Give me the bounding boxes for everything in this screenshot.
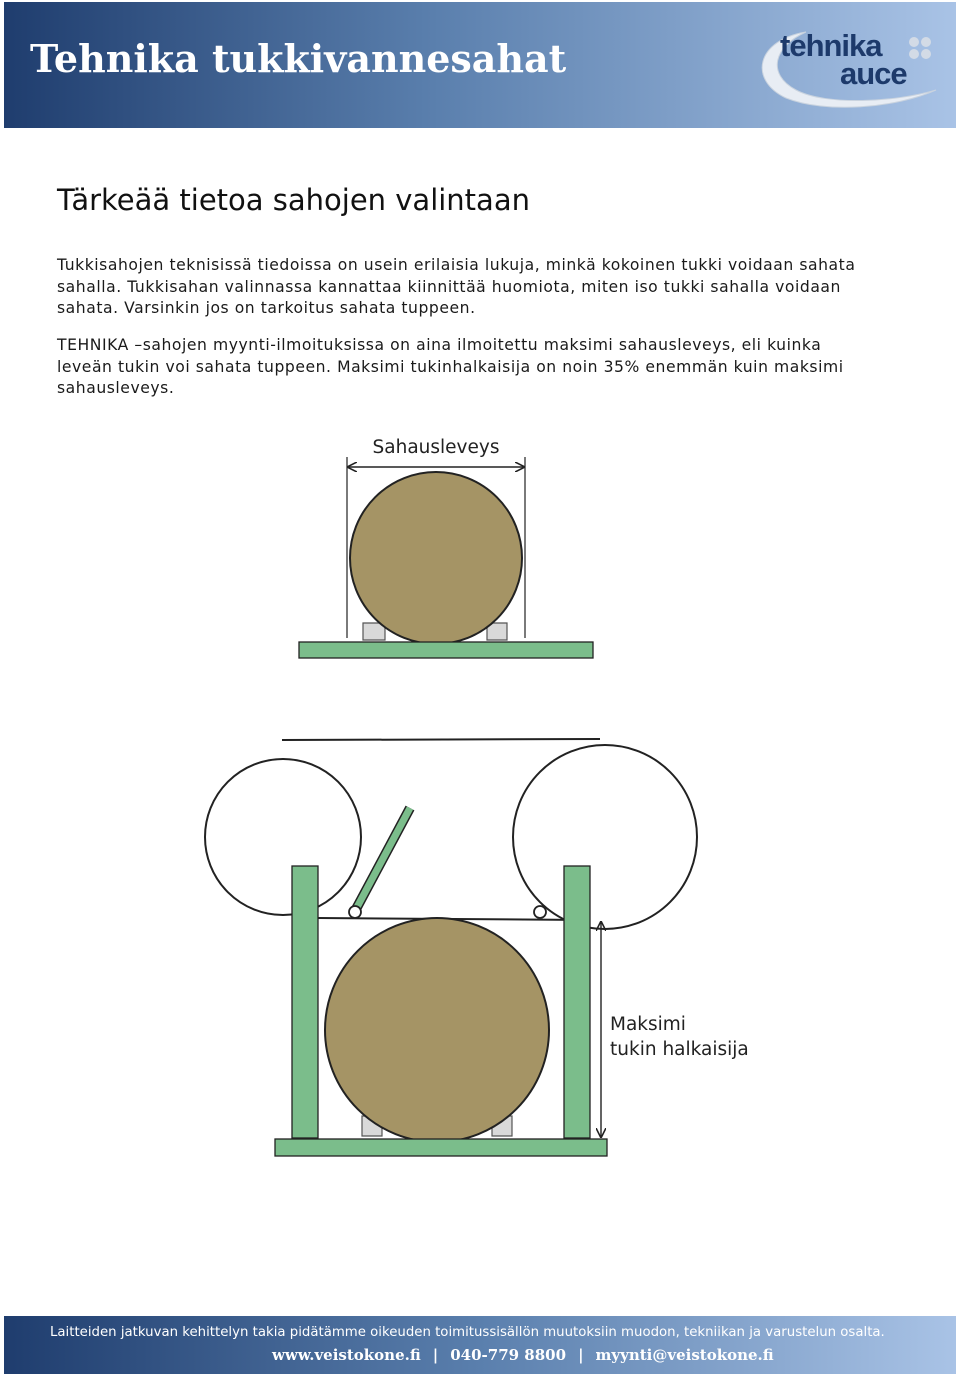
guide-roller-right xyxy=(533,905,547,919)
log-circle-bottom xyxy=(324,917,550,1143)
band-wheel-right xyxy=(512,744,698,930)
logo-swoosh-icon xyxy=(761,31,937,108)
footer-separator: | xyxy=(432,1346,439,1364)
email-link[interactable]: myynti@veistokone.fi xyxy=(595,1346,774,1364)
website-link[interactable]: www.veistokone.fi xyxy=(272,1346,421,1364)
max-diameter-label-line2: tukin halkaisija xyxy=(610,1039,749,1060)
phone-number: 040-779 8800 xyxy=(450,1346,567,1364)
logo-text-tehnika: tehnika xyxy=(780,28,883,63)
page-footer: Laitteiden jatkuvan kehittelyn takia pid… xyxy=(4,1316,956,1374)
logo-text-auce: auce xyxy=(840,56,908,91)
tehnika-auce-logo: tehnika auce xyxy=(746,10,946,120)
page-title: Tehnika tukkivannesahat xyxy=(30,36,567,81)
band-wheel-left xyxy=(204,758,362,916)
footer-separator: | xyxy=(578,1346,584,1364)
sawmill-diagram: Sahausleveys Maksimi tukin halkaisija xyxy=(204,437,749,1157)
log-support-left xyxy=(362,622,386,641)
cutting-width-diagram: Sahausleveys xyxy=(298,437,594,659)
footer-disclaimer: Laitteiden jatkuvan kehittelyn takia pid… xyxy=(50,1325,885,1340)
max-diameter-diagram: Maksimi tukin halkaisija xyxy=(204,738,749,1157)
footer-contacts: www.veistokone.fi | 040-779 8800 | myynti@ve… xyxy=(272,1346,774,1364)
saw-base-top xyxy=(298,641,594,659)
max-diameter-label-line1: Maksimi xyxy=(610,1014,686,1035)
log-circle-top xyxy=(349,471,523,645)
section-title: Tärkeää tietoa sahojen valintaan xyxy=(57,183,530,217)
frame-post-left xyxy=(291,865,319,1139)
page-header: Tehnika tukkivannesahat tehnika auce xyxy=(4,2,956,128)
log-support-right xyxy=(486,622,508,641)
frame-post-right xyxy=(563,865,591,1139)
info-paragraph: TEHNIKA –sahojen myynti-ilmoituksissa on… xyxy=(57,336,844,397)
blade-guide-arm xyxy=(351,806,414,913)
saw-base-bottom xyxy=(274,1138,608,1157)
guide-roller-left xyxy=(348,905,362,919)
saw-band-top xyxy=(281,738,601,741)
intro-paragraph: Tukkisahojen teknisissä tiedoissa on use… xyxy=(57,256,856,317)
cutting-width-label: Sahausleveys xyxy=(373,437,500,458)
